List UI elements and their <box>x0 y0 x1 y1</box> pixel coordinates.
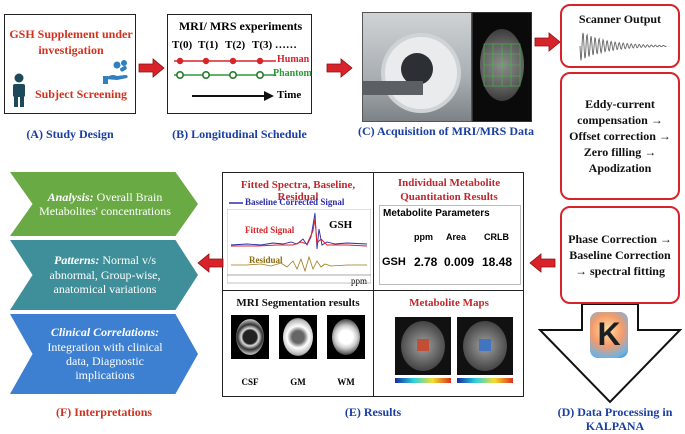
gsh-label: GSH <box>329 219 353 231</box>
timepoint-1: T(1) <box>198 39 219 51</box>
phantom-label: Phantom <box>273 68 312 79</box>
quant-title: Individual Metabolite Quantitation Resul… <box>397 177 501 203</box>
processing-step2-text: Phase Correction → Baseline Correction →… <box>568 231 672 279</box>
processing-caption-line1: (D) Data Processing in <box>557 405 673 419</box>
metabolite-params-panel: Metabolite Parameters ppm Area CRLB GSH … <box>379 205 521 285</box>
patterns-label: Patterns: <box>53 253 100 268</box>
interpretations-caption: (F) Interpretations <box>55 405 153 419</box>
scanner-output-label: Scanner Output <box>578 12 662 26</box>
maps-title: Metabolite Maps <box>409 297 489 309</box>
fid-waveform <box>579 32 667 61</box>
results-vertical-divider <box>373 173 374 396</box>
acquisition-caption: (C) Acquisition of MRI/MRS Data <box>358 124 534 138</box>
scanner-table <box>363 81 423 95</box>
time-arrow <box>192 91 274 101</box>
schedule-caption: (B) Longitudinal Schedule <box>172 127 307 141</box>
arrow-b-to-c <box>326 58 353 78</box>
fid-signal-icon <box>579 32 667 61</box>
results-horizontal-divider <box>223 290 523 291</box>
scanner-bore <box>401 53 433 85</box>
subject-screening-label: Subject Screening <box>34 87 128 101</box>
timepoint-0: T(0) <box>172 39 193 51</box>
row-gsh-ppm: 2.78 <box>414 255 438 269</box>
seg-csf-image <box>231 315 269 359</box>
metabolite-map-1 <box>395 317 451 375</box>
arrow-d-to-e <box>529 253 556 273</box>
mri-scanner-image <box>362 12 472 122</box>
results-caption: (E) Results <box>344 405 402 419</box>
brain-scan-image <box>472 12 532 122</box>
clinical-chevron: Clinical Correlations: Integration with … <box>10 314 198 394</box>
spectra-plot <box>227 209 371 284</box>
timepoint-3: T(3) …… <box>252 39 297 51</box>
time-label: Time <box>277 89 302 101</box>
arrow-c-to-d <box>534 32 561 52</box>
processing-caption-line2: KALPANA <box>585 419 645 433</box>
patterns-text: Normal v/s abnormal, Group-wise, anatomi… <box>49 253 161 297</box>
study-design-title: GSH Supplement under investigation <box>9 27 133 57</box>
voxel-grid <box>483 43 521 87</box>
arrow-a-to-b <box>138 58 165 78</box>
row-gsh-area: 0.009 <box>444 255 475 269</box>
processing-step1-text: Eddy-current compensation → Offset corre… <box>569 96 671 176</box>
schedule-title: MRI/ MRS experiments <box>178 19 303 33</box>
ppm-label: ppm <box>351 276 368 286</box>
metabolite-params-header: Metabolite Parameters <box>383 208 490 219</box>
row-gsh-crlb: 18.48 <box>482 255 513 269</box>
processing-step2-box: Phase Correction → Baseline Correction →… <box>560 206 680 304</box>
processing-step1-box: Eddy-current compensation → Offset corre… <box>560 72 680 200</box>
colorbar-1 <box>395 378 451 383</box>
metabolite-map-2 <box>457 317 513 375</box>
row-gsh-name: GSH <box>382 256 406 268</box>
schedule-box: MRI/ MRS experiments T(0) T(1) T(2) T(3)… <box>167 14 312 114</box>
supplement-hand-icon <box>103 60 128 84</box>
analysis-label: Analysis: <box>47 189 94 204</box>
seg-label-csf: CSF <box>241 377 259 387</box>
analysis-chevron: Analysis: Overall Brain Metabolites' con… <box>10 172 198 236</box>
arrow-e-to-f <box>197 253 224 273</box>
baseline-label: Baseline Corrected Signal <box>245 197 345 207</box>
spectra-legend-line <box>229 202 243 204</box>
person-icon <box>13 73 25 107</box>
fitted-label: Fitted Signal <box>245 225 295 235</box>
analysis-text: Overall Brain Metabolites' concentration… <box>39 189 171 218</box>
seg-gm-image <box>279 315 317 359</box>
scanner-output-box: Scanner Output <box>560 4 680 68</box>
col-ppm: ppm <box>414 232 433 242</box>
clinical-text: Integration with clinical data, Diagnost… <box>47 339 163 383</box>
results-box: Fitted Spectra, Baseline, Residual Basel… <box>222 172 524 397</box>
clinical-label: Clinical Correlations: <box>50 325 160 340</box>
seg-wm-image <box>327 315 365 359</box>
kalpana-logo-letter: K <box>597 316 621 352</box>
human-label: Human <box>277 54 310 65</box>
spectra-title: Fitted Spectra, Baseline, Residual <box>240 179 356 203</box>
seg-label-gm: GM <box>290 377 306 387</box>
colorbar-2 <box>457 378 513 383</box>
seg-label-wm: WM <box>337 377 355 387</box>
study-design-caption: (A) Study Design <box>26 127 114 141</box>
col-area: Area <box>446 232 467 242</box>
study-design-box: GSH Supplement under investigation Subje… <box>4 14 136 114</box>
seg-title: MRI Segmentation results <box>236 297 360 309</box>
schedule-lines <box>174 57 276 79</box>
kalpana-logo: K <box>590 312 628 358</box>
residual-label: Residual <box>249 255 283 265</box>
timepoint-2: T(2) <box>225 39 246 51</box>
patterns-chevron: Patterns: Normal v/s abnormal, Group-wis… <box>10 240 198 310</box>
col-crlb: CRLB <box>484 232 509 242</box>
